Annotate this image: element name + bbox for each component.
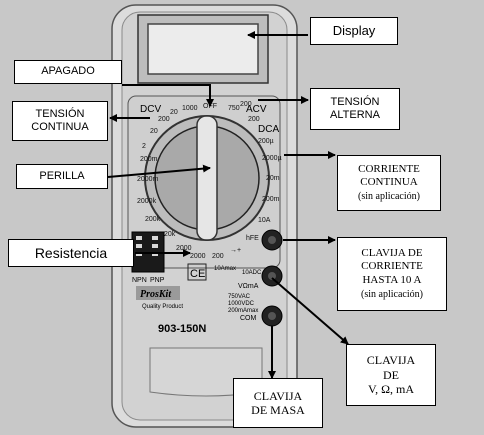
arrow-perilla [107, 164, 211, 178]
label-clavija-10a-line3: HASTA 10 A [362, 273, 422, 286]
tick-label: 2000m [137, 176, 159, 183]
tick-label: 200m [262, 196, 280, 203]
label-corriente-continua-line2: CONTINUA [360, 176, 418, 188]
socket-hole [136, 236, 142, 240]
tick-label: 200k [145, 216, 161, 223]
label-clavija-10a-note: (sin aplicación) [361, 288, 423, 300]
label-clavija-vma-line2: DE [383, 367, 399, 382]
dca-label: DCA [258, 124, 279, 135]
label-corriente-continua: CORRIENTE CONTINUA (sin aplicación) [337, 155, 441, 211]
tick-label: 2 [142, 143, 146, 150]
warning-text: 10Amax [214, 266, 236, 272]
tick-label: 2000k [137, 198, 157, 205]
label-perilla: PERILLA [16, 164, 108, 189]
annotation-arrows [107, 31, 349, 379]
tick-label: 750 [228, 105, 240, 112]
label-tension-alterna-line1: TENSIÓN [330, 95, 380, 108]
lcd-screen [147, 23, 259, 75]
ce-mark: CE [190, 268, 205, 280]
dial-ticks: 1000 OFF 750 200 20 2 200m 2000m 200µ 20… [137, 101, 282, 260]
label-clavija-10a-line1: CLAVIJA DE [361, 247, 423, 260]
label-tension-continua: TENSIÓN CONTINUA [12, 101, 108, 141]
tick-label: 20k [164, 231, 176, 238]
label-clavija-10a-line2: CORRIENTE [361, 260, 423, 273]
tick-label: 20m [266, 175, 280, 182]
warning-text: 200mAmax [228, 308, 258, 314]
ce-box [187, 263, 207, 281]
dcv-label: DCV [140, 104, 161, 115]
npn-label: NPN [132, 277, 147, 284]
tick-label: 200 [248, 116, 260, 123]
label-resistencia-text: Resistencia [34, 244, 108, 261]
acv-label: ACV [246, 104, 267, 115]
arrow-apagado [122, 84, 214, 107]
brand-badge [136, 286, 180, 300]
socket-hole [152, 236, 158, 240]
label-corriente-continua-line1: CORRIENTE [358, 162, 420, 175]
label-perilla-text: PERILLA [39, 169, 85, 182]
jack-label-10a: 10ADC [242, 270, 262, 276]
label-clavija-masa: CLAVIJA DE MASA [233, 378, 323, 428]
socket-hole [152, 244, 158, 248]
pnp-label: PNP [150, 277, 165, 284]
tick-label: 200 [212, 253, 224, 260]
label-tension-continua-line1: TENSIÓN [35, 107, 85, 120]
warning-text: 1000VDC [228, 301, 255, 307]
label-tension-alterna-line2: ALTERNA [330, 109, 380, 121]
brand-subtitle: Quality Product [142, 304, 183, 310]
tick-label: 200 [240, 101, 252, 108]
label-tension-continua-line2: CONTINUA [31, 121, 89, 133]
dial-pointer [196, 115, 218, 241]
label-clavija-masa-line1: CLAVIJA [253, 388, 303, 403]
tick-label: 2000 [176, 245, 192, 252]
label-clavija-10a: CLAVIJA DE CORRIENTE HASTA 10 A (sin apl… [337, 237, 447, 311]
tick-label: 200µ [258, 138, 274, 145]
jack-10a-inner [268, 236, 276, 244]
label-clavija-vma: CLAVIJA DE V, Ω, mA [346, 344, 436, 406]
tick-label: 20 [170, 109, 178, 116]
jack-label-com: COM [240, 315, 257, 322]
tick-label: 2000µ [262, 155, 282, 162]
tick-label: hFE [246, 235, 259, 242]
jack-com-inner [268, 312, 276, 320]
model-number: 903-150N [158, 323, 206, 335]
label-clavija-masa-line2: DE MASA [251, 403, 305, 417]
warning-text: 750VAC [228, 294, 251, 300]
label-clavija-vma-line1: CLAVIJA [366, 353, 416, 368]
jack-vma-inner [268, 272, 276, 280]
arrow-clavija-vma [271, 277, 349, 345]
tick-label: 20 [150, 128, 158, 135]
label-apagado: APAGADO [14, 60, 122, 84]
label-resistencia: Resistencia [8, 239, 134, 267]
label-apagado-text: APAGADO [41, 65, 95, 78]
tick-label: 1000 [182, 105, 198, 112]
tick-label: 2000 [190, 253, 206, 260]
label-tension-alterna: TENSIÓN ALTERNA [310, 88, 400, 130]
tick-label: 200m [140, 156, 158, 163]
socket-hole [136, 244, 142, 248]
label-display: Display [310, 17, 398, 45]
label-clavija-vma-line3: V, Ω, mA [367, 382, 415, 397]
label-display-text: Display [332, 23, 376, 39]
tick-label: →+ [230, 247, 241, 254]
tick-label: 200 [158, 116, 170, 123]
tick-label: 10A [258, 217, 271, 224]
brand-name: ProsKit [140, 289, 172, 300]
label-corriente-continua-note: (sin aplicación) [358, 191, 420, 203]
jack-label-vma: VΩmA [238, 283, 259, 290]
